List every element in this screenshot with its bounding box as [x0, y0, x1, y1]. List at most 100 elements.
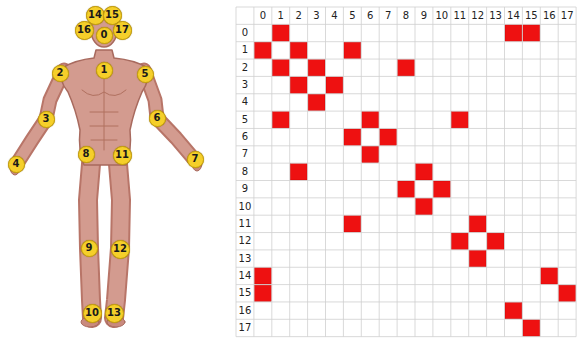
row-header: 17 [239, 323, 252, 333]
keypoint-circle: 5 [137, 66, 154, 83]
column-header: 9 [421, 11, 427, 21]
grid-line [307, 7, 308, 337]
callout-number: 5 [142, 69, 149, 79]
row-header: 5 [242, 115, 248, 125]
callout-number: 1 [101, 65, 108, 75]
keypoint-circle: 2 [52, 65, 69, 82]
keypoint-circle: 17 [113, 21, 132, 40]
row-header: 10 [239, 202, 252, 212]
adjacency-cell [469, 250, 486, 266]
callout-number: 6 [154, 113, 161, 123]
column-header: 12 [471, 11, 484, 21]
adjacency-cell [344, 42, 361, 58]
row-header: 0 [242, 28, 248, 38]
keypoint-circle: 3 [38, 111, 55, 128]
row-header: 16 [239, 306, 252, 316]
grid-line [236, 76, 576, 77]
row-header: 1 [242, 45, 248, 55]
row-header: 13 [239, 254, 252, 264]
adjacency-cell [541, 268, 558, 284]
adjacency-cell [398, 60, 415, 76]
adjacency-cell [380, 129, 397, 145]
adjacency-cell [308, 94, 325, 110]
keypoint-circle: 4 [8, 156, 25, 173]
adjacency-cell [487, 233, 504, 249]
grid-line [236, 7, 237, 337]
grid-line [253, 7, 254, 337]
column-header: 3 [313, 11, 319, 21]
grid-line [236, 145, 576, 146]
grid-line [486, 7, 487, 337]
adjacency-cell [451, 112, 468, 128]
grid-line [236, 111, 576, 112]
row-header: 3 [242, 80, 248, 90]
column-header: 4 [331, 11, 337, 21]
row-header: 12 [239, 236, 252, 246]
adjacency-cell [272, 112, 289, 128]
adjacency-cell [344, 129, 361, 145]
grid-line [236, 180, 576, 181]
grid-line [236, 197, 576, 198]
row-header: 15 [239, 288, 252, 298]
body-figure [10, 13, 202, 327]
keypoint-circle: 16 [75, 21, 94, 40]
grid-line [450, 7, 451, 337]
adjacency-cell [559, 285, 576, 301]
keypoint-circle: 11 [113, 146, 132, 165]
column-header: 11 [453, 11, 466, 21]
column-header: 8 [403, 11, 409, 21]
grid-line [576, 7, 577, 337]
callout-number: 8 [83, 149, 90, 159]
grid-line [271, 7, 272, 337]
adjacency-cell [398, 181, 415, 197]
callout-number: 13 [107, 308, 121, 318]
keypoint-circle: 6 [149, 110, 166, 127]
grid-line [432, 7, 433, 337]
column-header: 6 [367, 11, 373, 21]
adjacency-grid [236, 7, 576, 337]
row-header: 6 [242, 132, 248, 142]
column-header: 2 [295, 11, 301, 21]
grid-line [415, 7, 416, 337]
column-header: 16 [543, 11, 556, 21]
keypoint-circle: 1 [96, 62, 113, 79]
grid-line [236, 249, 576, 250]
adjacency-cell [451, 233, 468, 249]
adjacency-cell [344, 216, 361, 232]
callout-number: 4 [13, 159, 20, 169]
grid-line [236, 128, 576, 129]
adjacency-cell [362, 146, 379, 162]
column-header: 7 [385, 11, 391, 21]
row-header: 9 [242, 184, 248, 194]
adjacency-cell [290, 164, 307, 180]
grid-line [236, 163, 576, 164]
grid-line [236, 215, 576, 216]
callout-number: 11 [115, 150, 129, 160]
row-header: 2 [242, 63, 248, 73]
grid-line [468, 7, 469, 337]
adjacency-cell [290, 42, 307, 58]
row-header: 8 [242, 167, 248, 177]
column-header: 10 [435, 11, 448, 21]
grid-line [236, 267, 576, 268]
grid-line [236, 7, 576, 8]
row-header: 14 [239, 271, 252, 281]
column-header: 5 [349, 11, 355, 21]
column-header: 0 [260, 11, 266, 21]
adjacency-cell [416, 198, 433, 214]
keypoint-circle: 12 [111, 240, 130, 259]
keypoint-circle: 7 [187, 151, 204, 168]
callout-number: 7 [192, 154, 199, 164]
grid-line [397, 7, 398, 337]
adjacency-cell [416, 164, 433, 180]
callout-number: 12 [113, 244, 127, 254]
grid-line [236, 93, 576, 94]
adjacency-cell [308, 60, 325, 76]
adjacency-cell [272, 25, 289, 41]
column-header: 13 [489, 11, 502, 21]
column-header: 15 [525, 11, 538, 21]
adjacency-cell [523, 25, 540, 41]
grid-line [343, 7, 344, 337]
callout-number: 3 [43, 114, 50, 124]
grid-line [522, 7, 523, 337]
